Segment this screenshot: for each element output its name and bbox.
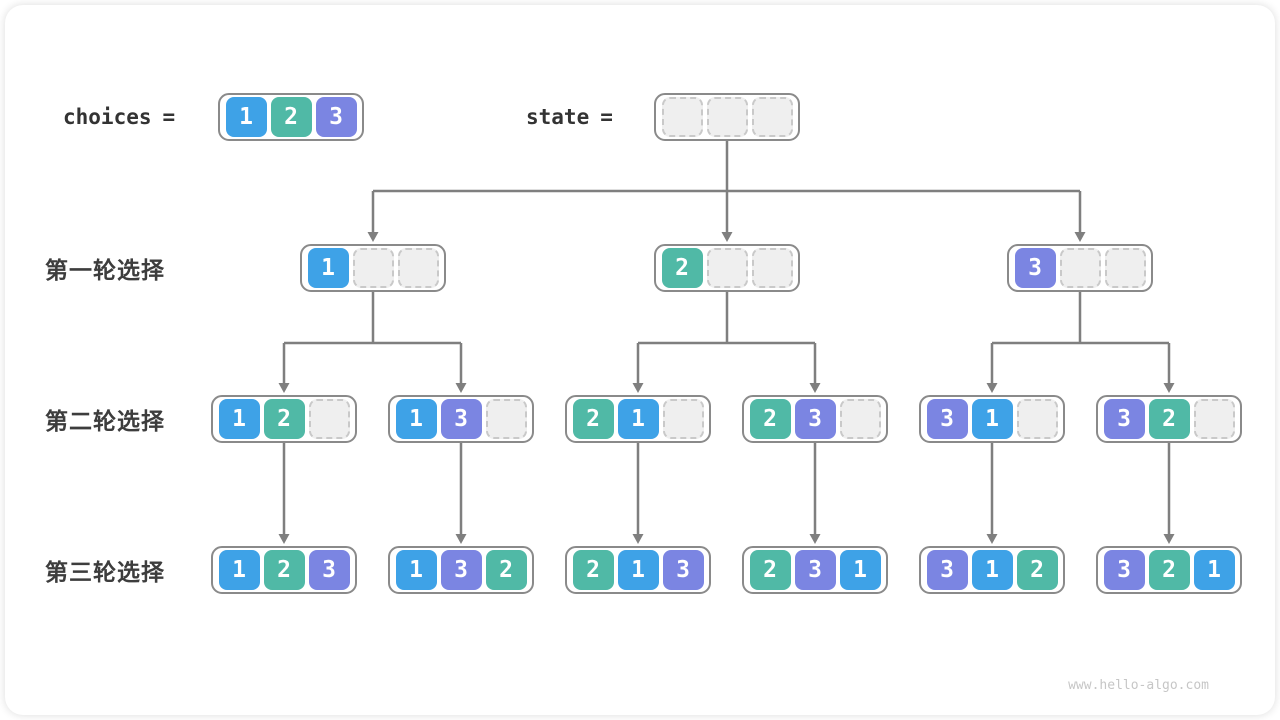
cell-3: 3: [662, 550, 704, 590]
cell-2: 2: [485, 550, 527, 590]
cell-3: 3: [440, 550, 482, 590]
empty-cell: [706, 97, 748, 137]
arrowhead-down-icon: [455, 534, 467, 544]
empty-cell: [839, 399, 881, 439]
cell-2: 2: [749, 399, 791, 439]
cell-1: 1: [218, 550, 260, 590]
cell-3: 3: [315, 97, 357, 137]
cell-3: 3: [1103, 399, 1145, 439]
arrowhead-down-icon: [1163, 383, 1175, 393]
row-label-round-1: 第一轮选择: [45, 258, 165, 284]
cell-3: 3: [794, 550, 836, 590]
arrowhead-down-icon: [632, 534, 644, 544]
cell-1: 1: [839, 550, 881, 590]
state-label-group: state =: [526, 105, 613, 129]
arrowhead-down-icon: [278, 383, 290, 393]
empty-cell: [1104, 248, 1146, 288]
cell-2: 2: [1016, 550, 1058, 590]
cell-1: 1: [395, 399, 437, 439]
cell-3: 3: [926, 399, 968, 439]
arrowhead-down-icon: [986, 383, 998, 393]
cell-3: 3: [1103, 550, 1145, 590]
empty-cell: [1016, 399, 1058, 439]
cell-1: 1: [307, 248, 349, 288]
cell-2: 2: [572, 550, 614, 590]
connector-lines: [282, 141, 1171, 535]
empty-cell: [1059, 248, 1101, 288]
empty-cell: [751, 248, 793, 288]
cell-1: 1: [225, 97, 267, 137]
arrowhead-down-icon: [986, 534, 998, 544]
empty-cell: [308, 399, 350, 439]
cell-2: 2: [1148, 550, 1190, 590]
arrowhead-down-icon: [1074, 232, 1086, 242]
cell-2: 2: [749, 550, 791, 590]
arrowhead-down-icon: [809, 534, 821, 544]
equals-sign: =: [600, 105, 613, 129]
cell-1: 1: [1193, 550, 1235, 590]
watermark: www.hello-algo.com: [1068, 678, 1209, 693]
state-label: state: [526, 105, 590, 129]
arrowhead-down-icon: [455, 383, 467, 393]
arrowhead-down-icon: [278, 534, 290, 544]
empty-cell: [706, 248, 748, 288]
tree-node-level-1: 2: [654, 244, 800, 292]
state-box: [654, 93, 800, 141]
cell-2: 2: [263, 399, 305, 439]
tree-connectors: [278, 141, 1175, 544]
arrowhead-down-icon: [809, 383, 821, 393]
equals-sign: =: [162, 105, 176, 129]
tree-node-level-1: 1: [300, 244, 446, 292]
cell-3: 3: [1014, 248, 1056, 288]
row-label-round-2: 第二轮选择: [45, 409, 165, 435]
cell-3: 3: [926, 550, 968, 590]
choices-label: choices: [63, 105, 152, 129]
cell-3: 3: [794, 399, 836, 439]
cell-3: 3: [440, 399, 482, 439]
cell-3: 3: [308, 550, 350, 590]
empty-cell: [662, 399, 704, 439]
cell-1: 1: [971, 399, 1013, 439]
empty-cell: [397, 248, 439, 288]
row-label-round-3: 第三轮选择: [45, 560, 165, 586]
cell-1: 1: [971, 550, 1013, 590]
arrowhead-down-icon: [632, 383, 644, 393]
tree-node-level-1: 3: [1007, 244, 1153, 292]
cell-2: 2: [661, 248, 703, 288]
arrowhead-down-icon: [367, 232, 379, 242]
choices-label-group: choices =: [63, 105, 175, 129]
arrowhead-down-icon: [721, 232, 733, 242]
cell-1: 1: [617, 399, 659, 439]
cell-2: 2: [263, 550, 305, 590]
empty-cell: [1193, 399, 1235, 439]
cell-1: 1: [617, 550, 659, 590]
empty-cell: [485, 399, 527, 439]
cell-1: 1: [218, 399, 260, 439]
arrowhead-down-icon: [1163, 534, 1175, 544]
empty-cell: [352, 248, 394, 288]
cell-2: 2: [572, 399, 614, 439]
cell-2: 2: [270, 97, 312, 137]
cell-2: 2: [1148, 399, 1190, 439]
cell-1: 1: [395, 550, 437, 590]
empty-cell: [661, 97, 703, 137]
empty-cell: [751, 97, 793, 137]
